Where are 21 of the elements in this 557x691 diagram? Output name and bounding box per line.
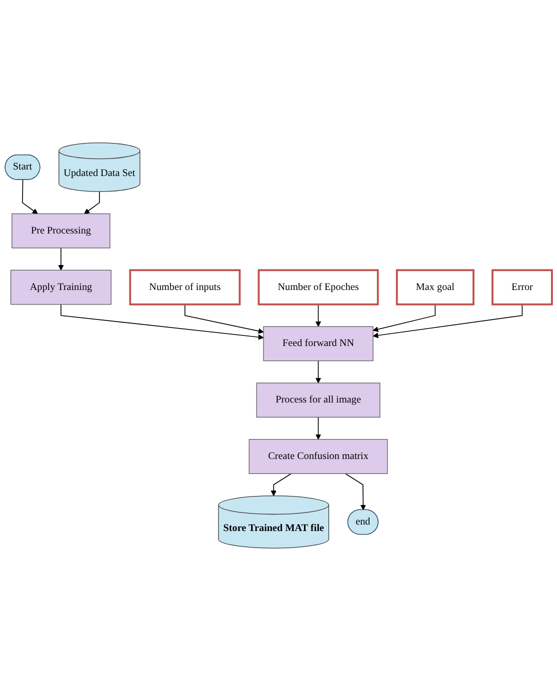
node-box: Process for all image [256, 382, 380, 418]
node-box: Feed forward NN [263, 326, 374, 362]
node-box: Max goal [396, 269, 474, 306]
arrow [60, 304, 264, 340]
node-box: Number of inputs [129, 269, 241, 306]
arrow [316, 304, 322, 327]
arrow [372, 304, 523, 338]
arrow [184, 304, 264, 334]
node-box: Create Confusion matrix [248, 439, 388, 474]
arrow [58, 248, 64, 270]
arrow [372, 304, 436, 332]
arrow [316, 360, 322, 384]
node-box: Error [492, 269, 553, 306]
node-box: Pre Processing [12, 213, 110, 248]
arrow [84, 191, 100, 214]
arrow [344, 473, 366, 510]
node-box: Number of Epoches [258, 269, 379, 306]
arrow [22, 179, 38, 214]
node-box: Apply Training [10, 270, 112, 305]
arrow [270, 473, 292, 496]
arrow [316, 416, 322, 440]
